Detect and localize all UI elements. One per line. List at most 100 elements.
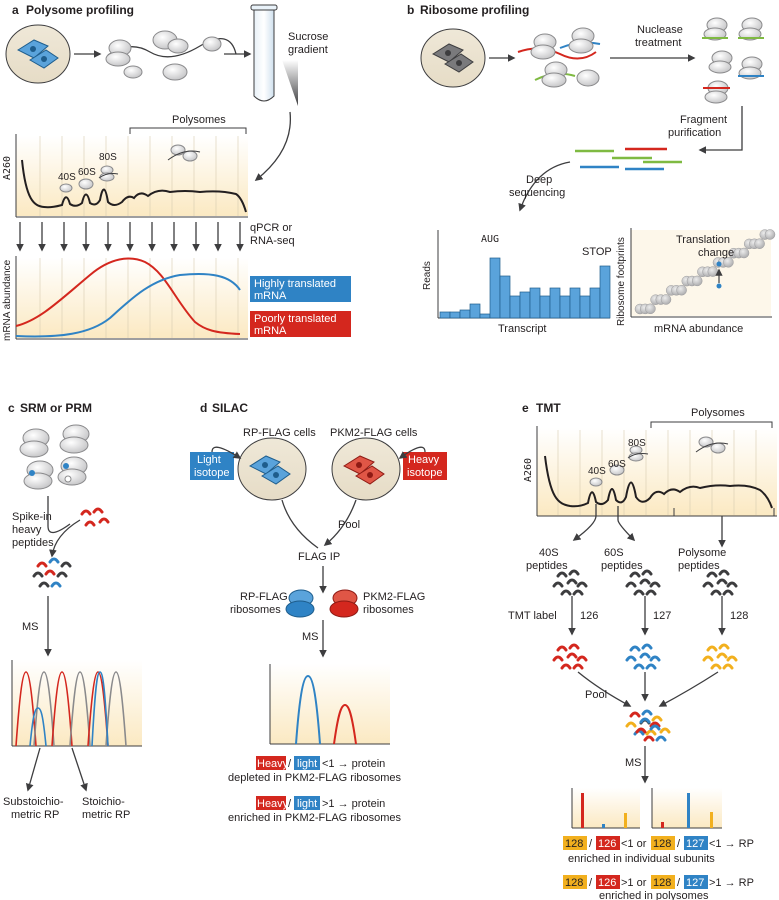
peptide xyxy=(568,643,580,650)
pool-label: Pool xyxy=(585,689,607,701)
60s-label: 60S xyxy=(608,459,626,470)
peptide xyxy=(556,571,568,578)
reads-bar xyxy=(559,295,571,319)
60s-peptides-label-2: peptides xyxy=(601,560,643,572)
heavy-label: Heavy xyxy=(408,454,440,466)
peptide xyxy=(576,581,588,588)
light-key-text: light xyxy=(297,798,317,810)
poorly-translated-key xyxy=(250,311,351,337)
panel-b-title: Ribosome profiling xyxy=(420,3,529,17)
ms-peak xyxy=(69,671,91,747)
peptide xyxy=(655,735,667,742)
a260-axis-label: A260 xyxy=(2,156,13,180)
peptide xyxy=(552,581,564,588)
127-key xyxy=(684,875,708,889)
peptide xyxy=(572,589,584,596)
peptide xyxy=(572,663,584,670)
peptide xyxy=(560,663,572,670)
arrow xyxy=(658,671,719,707)
peptide xyxy=(706,645,718,652)
126-label: 126 xyxy=(580,610,598,622)
arrow xyxy=(577,671,632,707)
arrow xyxy=(398,446,426,459)
polysome-fraction-bracket xyxy=(673,508,775,517)
128-key xyxy=(651,836,675,850)
126-key-text: 126 xyxy=(598,838,616,850)
ms-chromatogram xyxy=(11,660,142,747)
panel-a: a Polysome profiling Sucrose gradient xyxy=(2,3,351,341)
substoichio-label-2: metric RP xyxy=(11,809,59,821)
ms-label: MS xyxy=(22,621,39,633)
substoichio-label: Substoichio- xyxy=(3,796,64,808)
gt1-rp-text: >1 → RP xyxy=(709,877,754,889)
fragments-icon xyxy=(575,147,682,171)
128-key xyxy=(563,875,587,889)
80s-label: 80S xyxy=(628,438,646,449)
peptide xyxy=(641,569,653,576)
arrow xyxy=(211,446,242,459)
ms-peak xyxy=(91,671,109,747)
ms-label: MS xyxy=(302,631,319,643)
flag-ip-label: FLAG IP xyxy=(298,551,340,563)
mrna-abundance-axis-label: mRNA abundance xyxy=(2,259,13,341)
pkm2-flag-ribosomes-label: PKM2-FLAG xyxy=(363,591,425,603)
heavy-peptides-icon xyxy=(80,507,110,527)
scatter-point xyxy=(676,284,687,296)
slash: / xyxy=(677,838,681,850)
heavy-key-text: Heavy xyxy=(257,758,289,770)
panel-e: e TMT Polysomes A260 40S 60S 80S 40S pep… xyxy=(508,401,777,900)
slash: / xyxy=(288,758,292,770)
128-key xyxy=(563,836,587,850)
light-isotope-box xyxy=(190,452,234,480)
peptide xyxy=(625,581,637,588)
sucrose-tube-icon xyxy=(250,4,298,106)
heavy-key-text: Heavy xyxy=(257,798,289,810)
ms-label: MS xyxy=(625,757,642,769)
panel-e-letter: e xyxy=(522,401,529,415)
reads-bar xyxy=(529,287,541,319)
stoichio-label-2: metric RP xyxy=(82,809,130,821)
polysomes-label: Polysomes xyxy=(172,114,226,126)
126-key xyxy=(596,836,620,850)
poorly-translated-label-2: mRNA xyxy=(254,325,287,337)
polysome-peptides-label-2: peptides xyxy=(678,560,720,572)
128-key-text: 128 xyxy=(653,838,671,850)
rp-flag-cell-dish-icon xyxy=(237,437,307,501)
40s-label: 40S xyxy=(588,466,606,477)
tmt-spectrum-left xyxy=(571,788,640,829)
pkm2-flag-cells-label: PKM2-FLAG cells xyxy=(330,427,418,439)
nuclease-label: Nuclease xyxy=(637,24,683,36)
peptide xyxy=(552,655,564,662)
reads-bar xyxy=(509,295,521,319)
reads-bar xyxy=(539,295,551,319)
light-key xyxy=(294,756,320,770)
slash: / xyxy=(589,877,593,889)
scatter-point xyxy=(691,275,703,287)
heavy-isotope-label: isotope xyxy=(407,467,442,479)
peptide xyxy=(633,663,645,670)
purification-label: purification xyxy=(668,127,721,139)
panel-e-title: TMT xyxy=(536,401,561,415)
40s-peptides-label: 40S xyxy=(539,547,559,559)
deep-label: Deep xyxy=(526,174,552,186)
peptide xyxy=(649,655,661,662)
light-key-text: light xyxy=(297,758,317,770)
pkm2-flag-ribosome-icon xyxy=(329,589,359,618)
peptide xyxy=(726,655,738,662)
peptide xyxy=(639,717,651,724)
peptide xyxy=(625,655,637,662)
peptide xyxy=(702,655,714,662)
peptide xyxy=(641,709,653,716)
scatter-point xyxy=(764,229,776,240)
60s-peptides-label: 60S xyxy=(604,547,624,559)
pkm2-flag-cell-dish-icon xyxy=(331,437,401,501)
arrow xyxy=(323,499,357,546)
peptide xyxy=(716,652,728,659)
peptide xyxy=(566,652,578,659)
scatter-point xyxy=(707,266,719,277)
protected-fragments-icon xyxy=(702,17,764,104)
fragment-label: Fragment xyxy=(680,114,727,126)
panel-b-letter: b xyxy=(407,3,414,17)
127-key xyxy=(684,836,708,850)
